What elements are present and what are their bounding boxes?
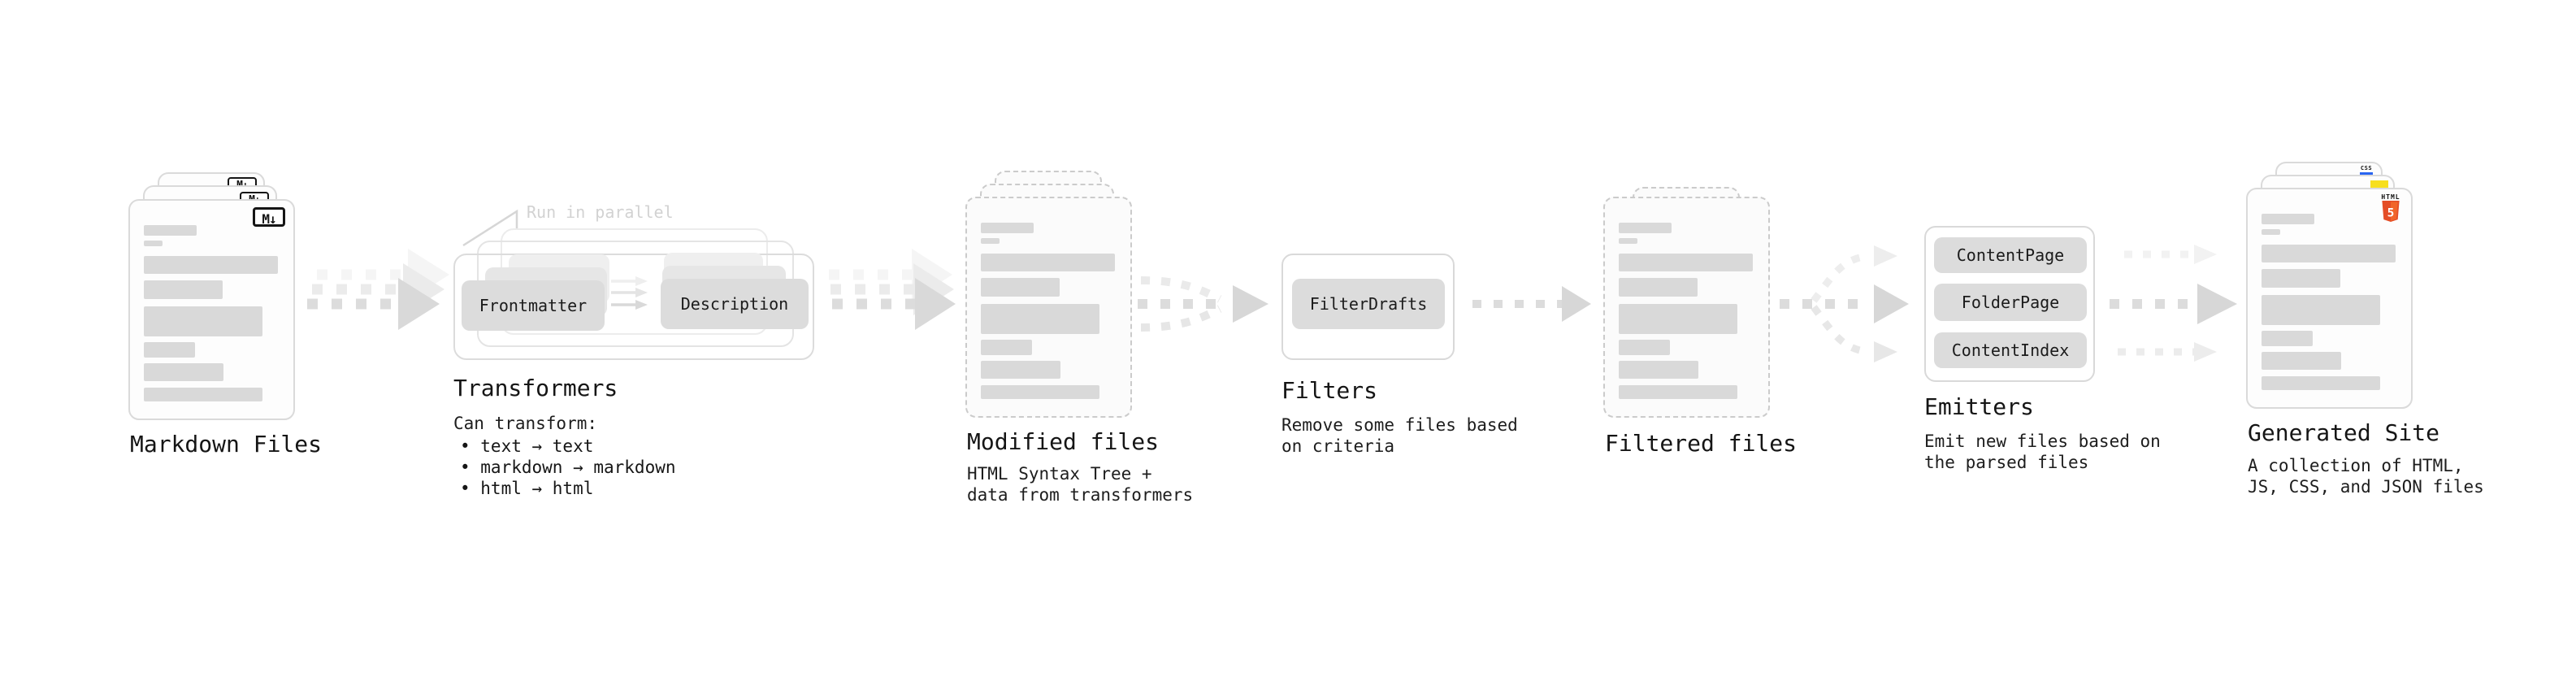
placeholder-line	[144, 388, 262, 401]
description-line: JS, CSS, and JSON files	[2248, 477, 2484, 497]
description-line: the parsed files	[1924, 453, 2089, 472]
filtered-file-card-front	[1603, 197, 1770, 418]
markdown-file-card-front: M↓	[128, 199, 295, 420]
arrow-transformers-to-modified	[829, 249, 956, 330]
placeholder-line	[2262, 214, 2314, 224]
description-line: A collection of HTML,	[2248, 456, 2464, 475]
description-line: Emit new files based on	[1924, 432, 2161, 451]
filter-node-filterdrafts: FilterDrafts	[1292, 279, 1445, 329]
placeholder-line	[144, 241, 163, 246]
placeholder-line	[1619, 254, 1753, 271]
html5-shield: 5	[2382, 201, 2400, 223]
generated-site-stack: CSS HTML 5	[2246, 162, 2445, 414]
placeholder-line	[144, 256, 278, 274]
stage-label-filters: Filters	[1281, 377, 1378, 404]
placeholder-line	[144, 342, 195, 358]
markdown-icon: M↓	[253, 207, 285, 227]
description-line: HTML Syntax Tree +	[967, 464, 1152, 484]
css-icon-label: CSS	[2360, 165, 2373, 171]
file-content-placeholder	[981, 223, 1115, 399]
placeholder-line	[2262, 229, 2280, 235]
placeholder-line	[1619, 340, 1670, 355]
modified-files-description: HTML Syntax Tree + data from transformer…	[967, 463, 1193, 505]
arrow-filters-to-filtered	[1472, 286, 1591, 322]
generated-site-description: A collection of HTML, JS, CSS, and JSON …	[2248, 455, 2484, 497]
run-in-parallel-leader-line	[462, 209, 518, 247]
placeholder-line	[2262, 376, 2380, 390]
placeholder-line	[1619, 238, 1637, 244]
arrow-markdown-to-transformers	[307, 249, 449, 330]
stage-label-generated-site: Generated Site	[2248, 419, 2440, 446]
filters-box	[1281, 254, 1455, 360]
placeholder-line	[144, 225, 197, 236]
html5-icon: HTML 5	[2380, 193, 2401, 223]
transformers-box-front	[453, 254, 814, 360]
description-line: Remove some files based	[1281, 415, 1518, 435]
placeholder-line	[1619, 385, 1737, 399]
run-in-parallel-callout: Run in parallel	[527, 202, 674, 222]
bullet-item: • text → text	[460, 436, 594, 456]
emitter-node-contentpage: ContentPage	[1934, 237, 2087, 273]
emitter-node-contentindex: ContentIndex	[1934, 332, 2087, 368]
placeholder-line	[981, 340, 1032, 355]
placeholder-line	[144, 306, 262, 336]
transformers-description-title: Can transform:	[453, 414, 598, 433]
file-content-placeholder	[144, 225, 278, 401]
css-icon: CSS	[2356, 166, 2377, 176]
placeholder-line	[2262, 331, 2313, 346]
transformers-bullet-list: • text → text • markdown → markdown • ht…	[460, 436, 676, 499]
placeholder-line	[1619, 223, 1672, 233]
description-line: data from transformers	[967, 485, 1194, 505]
filtered-files-stack	[1603, 187, 1802, 427]
css-icon-bar	[2360, 172, 2373, 176]
arrow-emitters-to-generated	[2110, 245, 2237, 362]
stage-label-emitters: Emitters	[1924, 393, 2034, 420]
placeholder-line	[2262, 269, 2340, 288]
stage-label-transformers: Transformers	[453, 375, 618, 401]
placeholder-line	[1619, 361, 1698, 379]
placeholder-line	[2262, 352, 2341, 370]
filters-description: Remove some files based on criteria	[1281, 414, 1518, 457]
placeholder-line	[1619, 304, 1737, 334]
stage-label-markdown-files: Markdown Files	[130, 431, 323, 458]
transformer-node-frontmatter: Frontmatter	[462, 280, 605, 331]
modified-file-card-front	[965, 197, 1132, 418]
html-file-card: HTML 5	[2246, 188, 2413, 409]
description-line: on criteria	[1281, 436, 1395, 456]
placeholder-line	[2262, 245, 2396, 262]
modified-files-stack	[965, 171, 1164, 423]
placeholder-line	[981, 304, 1099, 334]
transformer-parallel-arrows	[611, 276, 648, 310]
placeholder-line	[1619, 278, 1698, 297]
bullet-item: • markdown → markdown	[460, 458, 676, 477]
placeholder-line	[981, 278, 1060, 297]
placeholder-line	[2262, 295, 2380, 325]
file-content-placeholder	[1619, 223, 1753, 399]
markdown-files-stack: M↓ M↓ M↓	[128, 172, 327, 424]
stage-label-filtered-files: Filtered files	[1605, 430, 1798, 457]
bullet-item: • html → html	[460, 479, 594, 498]
placeholder-line	[981, 361, 1060, 379]
file-content-placeholder	[2262, 214, 2396, 390]
placeholder-line	[981, 385, 1099, 399]
placeholder-line	[144, 363, 223, 381]
placeholder-line	[144, 280, 223, 299]
placeholder-line	[981, 254, 1115, 271]
arrow-modified-to-filters	[1138, 276, 1268, 332]
transformer-node-description: Description	[661, 279, 809, 329]
placeholder-line	[981, 238, 1000, 244]
emitters-description: Emit new files based on the parsed files	[1924, 431, 2161, 473]
arrow-filtered-to-emitters	[1780, 245, 1909, 362]
html5-icon-number: 5	[2387, 206, 2395, 219]
stage-label-modified-files: Modified files	[967, 428, 1160, 455]
html5-icon-label: HTML	[2381, 193, 2400, 201]
placeholder-line	[981, 223, 1034, 233]
emitters-box	[1924, 226, 2095, 382]
emitter-node-folderpage: FolderPage	[1934, 284, 2087, 321]
